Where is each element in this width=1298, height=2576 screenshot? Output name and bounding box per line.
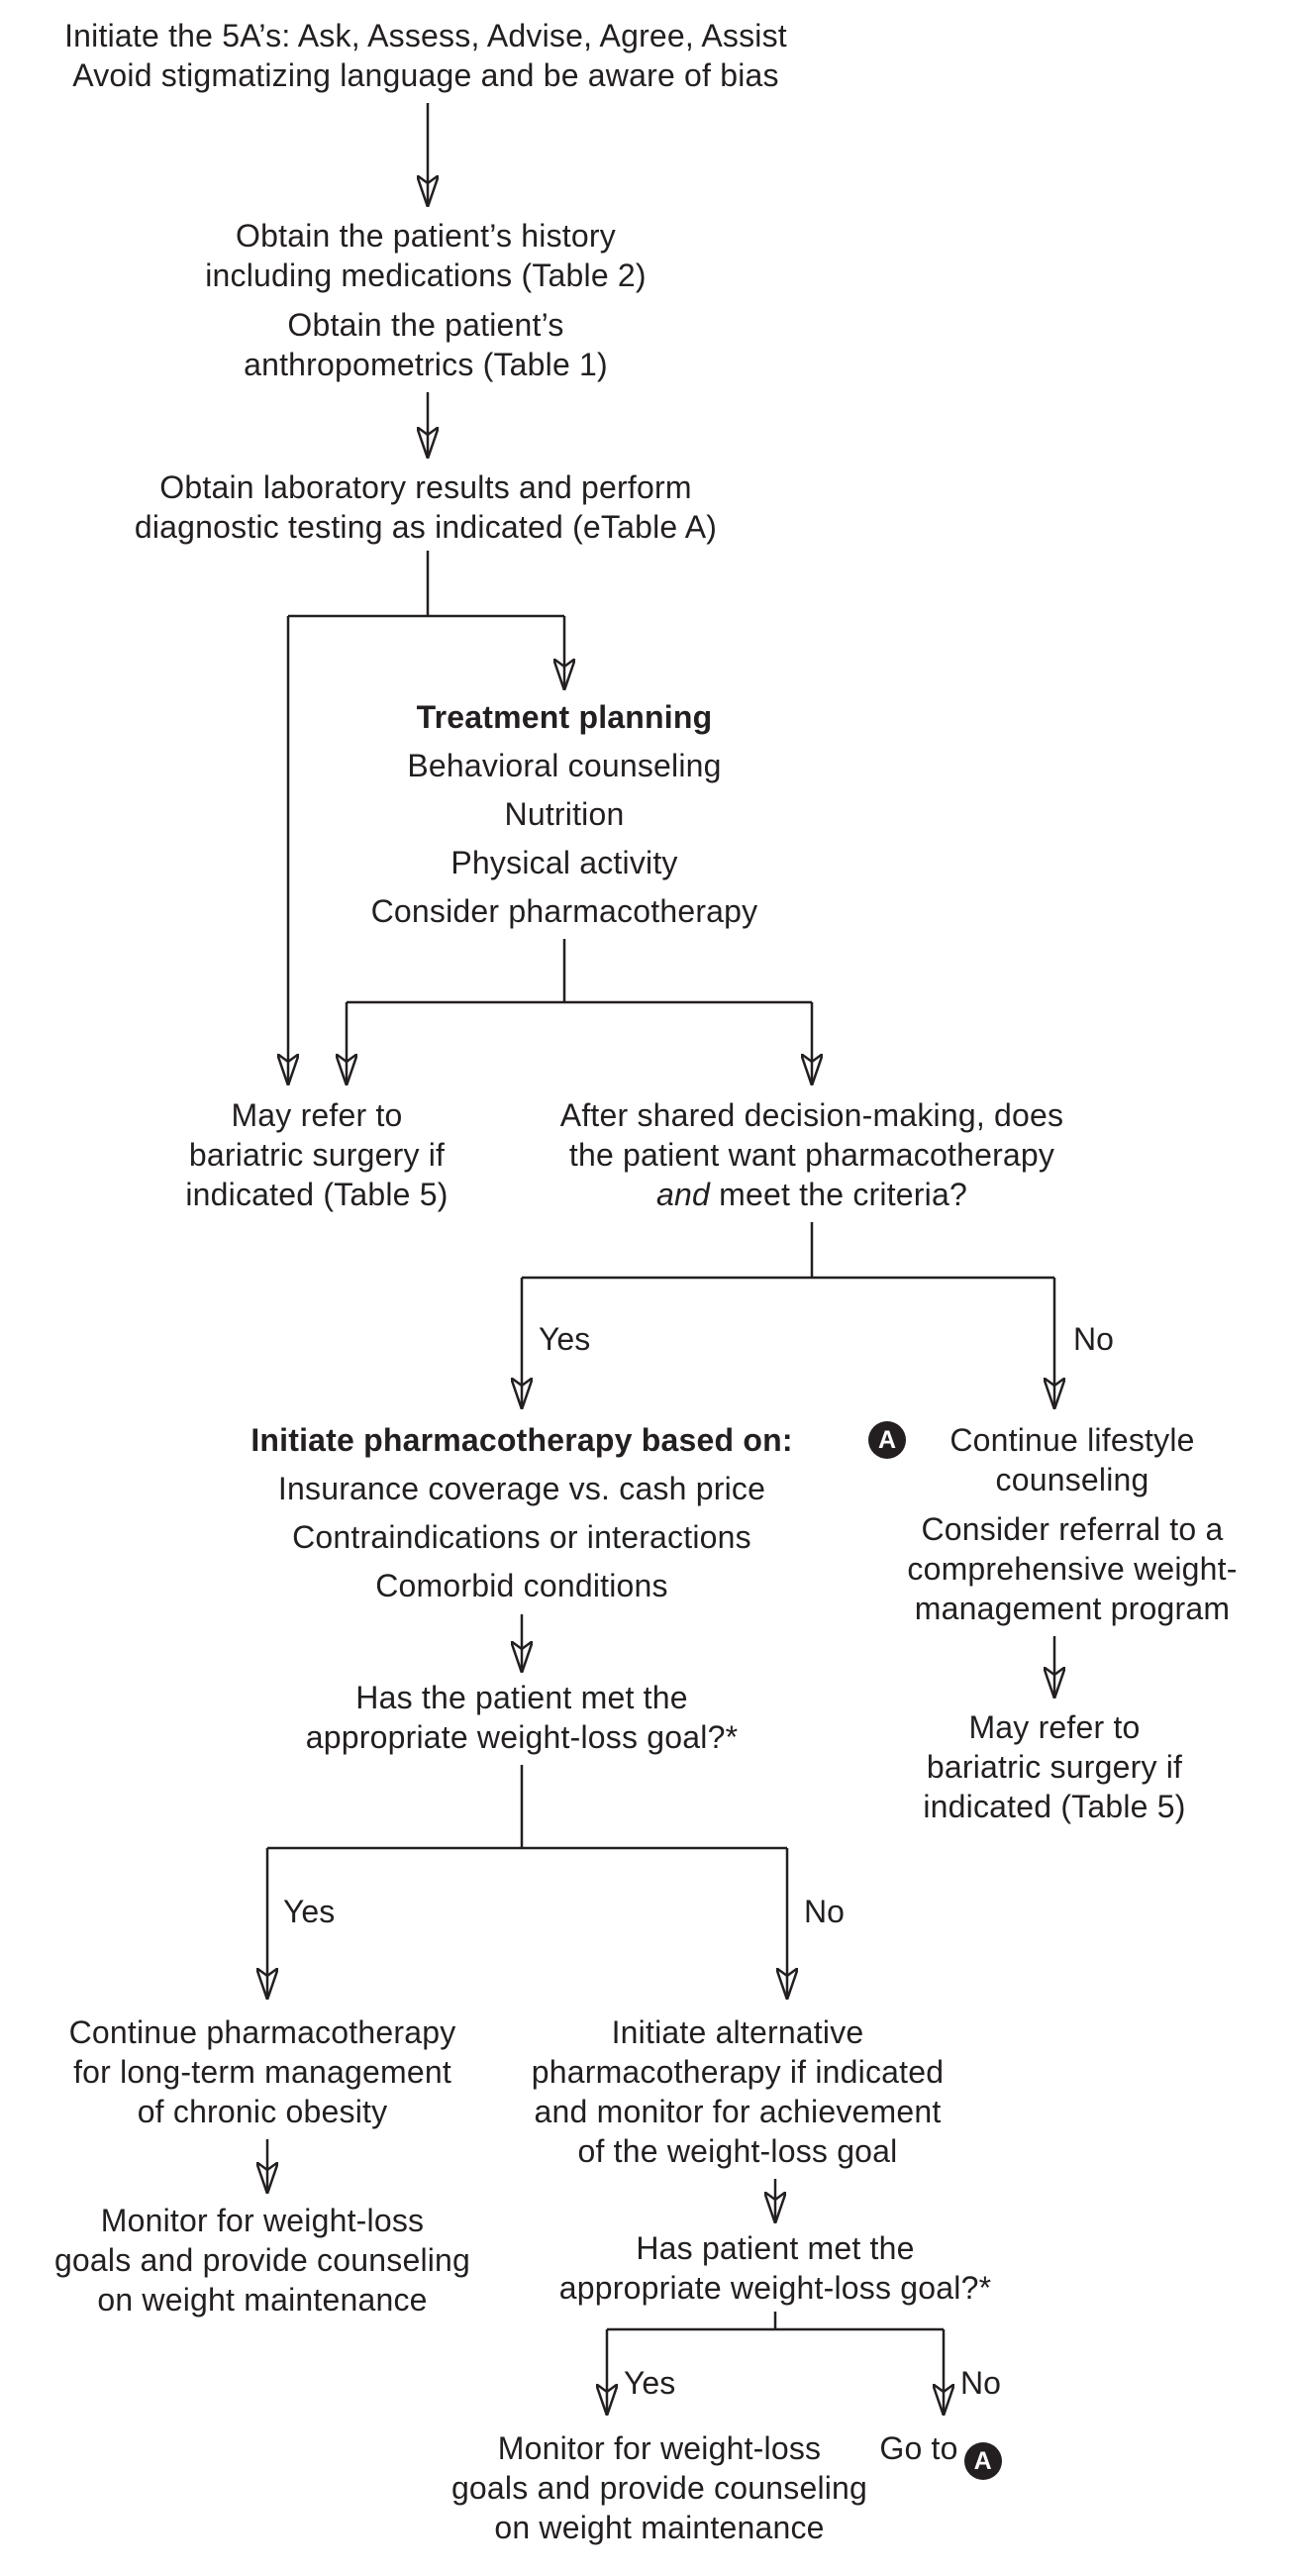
node-text: appropriate weight-loss goal?* [558,2270,992,2306]
node-text: Contraindications or interactions [292,1519,751,1555]
node-text: on weight maintenance [494,2510,825,2545]
node-text: After shared decision-making, does [559,1097,1064,1133]
node-text: Nutrition [504,796,625,832]
node-text: Consider pharmacotherapy [370,893,758,929]
node-text: comprehensive weight- [907,1551,1238,1587]
node-text: and meet the criteria? [535,1175,1089,1214]
node-text: A Continue lifestyle [868,1420,1250,1460]
node-laboratory-results: Obtain laboratory results and perform di… [69,467,782,547]
node-weight-loss-goal-question-1: Has the patient met the appropriate weig… [264,1678,779,1757]
yes-label-3: Yes [624,2365,676,2401]
node-text: of chronic obesity [137,2094,388,2129]
edge-goalq1-split-elbow [267,1765,787,1850]
a-badge: A [868,1421,906,1459]
node-text: Obtain the patient’s [287,307,564,343]
node-monitor-weight-loss-2: Monitor for weight-loss goals and provid… [422,2428,897,2547]
edge-question1-split-elbow [522,1222,1054,1280]
node-text: appropriate weight-loss goal?* [305,1719,739,1755]
node-refer-bariatric-surgery-1: May refer to bariatric surgery if indica… [149,1095,485,1214]
node-text: on weight maintenance [97,2282,428,2318]
node-text: bariatric surgery if [926,1749,1183,1785]
node-text: Has patient met the [636,2230,915,2266]
node-refer-bariatric-surgery-2: May refer to bariatric surgery if indica… [886,1707,1223,1826]
node-text: goals and provide counseling [53,2242,471,2278]
node-text: Insurance coverage vs. cash price [277,1471,766,1506]
edge-treatment-split-elbow [347,939,812,1004]
node-text: Initiate the 5A’s: Ask, Assess, Advise, … [64,18,787,53]
node-text: goals and provide counseling [450,2470,868,2506]
node-text: and monitor for achievement [534,2094,942,2129]
node-text: the patient want pharmacotherapy [568,1137,1055,1173]
italic-and: and [656,1177,711,1212]
node-text: pharmacotherapy if indicated [531,2054,945,2090]
node-text: Avoid stigmatizing language and be aware… [72,57,779,93]
node-text: diagnostic testing as indicated (eTable … [134,509,718,545]
node-text: for long-term management [73,2054,451,2090]
node-shared-decision-question: After shared decision-making, does the p… [535,1095,1089,1214]
node-text: Obtain laboratory results and perform [159,469,692,505]
goto-text: Go to [879,2430,958,2466]
node-text: Obtain the patient’s history [236,218,616,254]
node-text: Monitor for weight-loss [497,2430,822,2466]
node-text: of the weight-loss goal [577,2133,898,2169]
node-text: Has the patient met the [355,1680,688,1715]
node-text: Continue lifestyle [949,1422,1195,1458]
no-label-1: No [1073,1321,1114,1357]
node-text: Comorbid conditions [375,1568,668,1603]
edge-goalq2-split-elbow [607,2312,944,2331]
no-label-2: No [804,1894,845,1929]
edge-labs-split-elbow [288,551,564,618]
node-text: Consider referral to a [921,1511,1224,1547]
node-initiate-5as: Initiate the 5A’s: Ask, Assess, Advise, … [0,16,851,95]
node-text: Continue pharmacotherapy [68,2014,456,2050]
node-text: indicated (Table 5) [923,1789,1186,1824]
node-text: May refer to [231,1097,403,1133]
node-heading: Initiate pharmacotherapy based on: [250,1422,793,1458]
node-text: Monitor for weight-loss [100,2203,425,2238]
node-treatment-planning: Treatment planning Behavioral counseling… [347,697,782,931]
node-text: Initiate alternative [611,2014,864,2050]
goto-a-badge: A [963,2442,1002,2480]
node-heading: Treatment planning [416,699,713,735]
node-text: anthropometrics (Table 1) [244,347,608,382]
node-text: counseling [995,1462,1149,1497]
node-continue-pharmacotherapy: Continue pharmacotherapy for long-term m… [54,2012,470,2131]
node-continue-lifestyle-counseling: A Continue lifestyle counseling Consider … [868,1420,1250,1628]
node-text: including medications (Table 2) [205,258,647,293]
node-text: Behavioral counseling [407,748,722,783]
node-text: management program [914,1591,1231,1626]
node-text: indicated (Table 5) [185,1177,449,1212]
yes-label-2: Yes [283,1894,336,1929]
node-monitor-weight-loss-1: Monitor for weight-loss goals and provid… [25,2201,500,2319]
node-alternative-pharmacotherapy: Initiate alternative pharmacotherapy if … [490,2012,985,2171]
node-text: bariatric surgery if [188,1137,446,1173]
no-label-3: No [960,2365,1001,2401]
node-initiate-pharmacotherapy: Initiate pharmacotherapy based on: Insur… [215,1420,829,1605]
node-text: meet the criteria? [710,1177,967,1212]
yes-label-1: Yes [539,1321,591,1357]
node-patient-history: Obtain the patient’s history including m… [158,216,693,384]
node-text: May refer to [968,1709,1141,1745]
node-text: Physical activity [450,845,678,880]
node-weight-loss-goal-question-2: Has patient met the appropriate weight-l… [518,2228,1033,2308]
